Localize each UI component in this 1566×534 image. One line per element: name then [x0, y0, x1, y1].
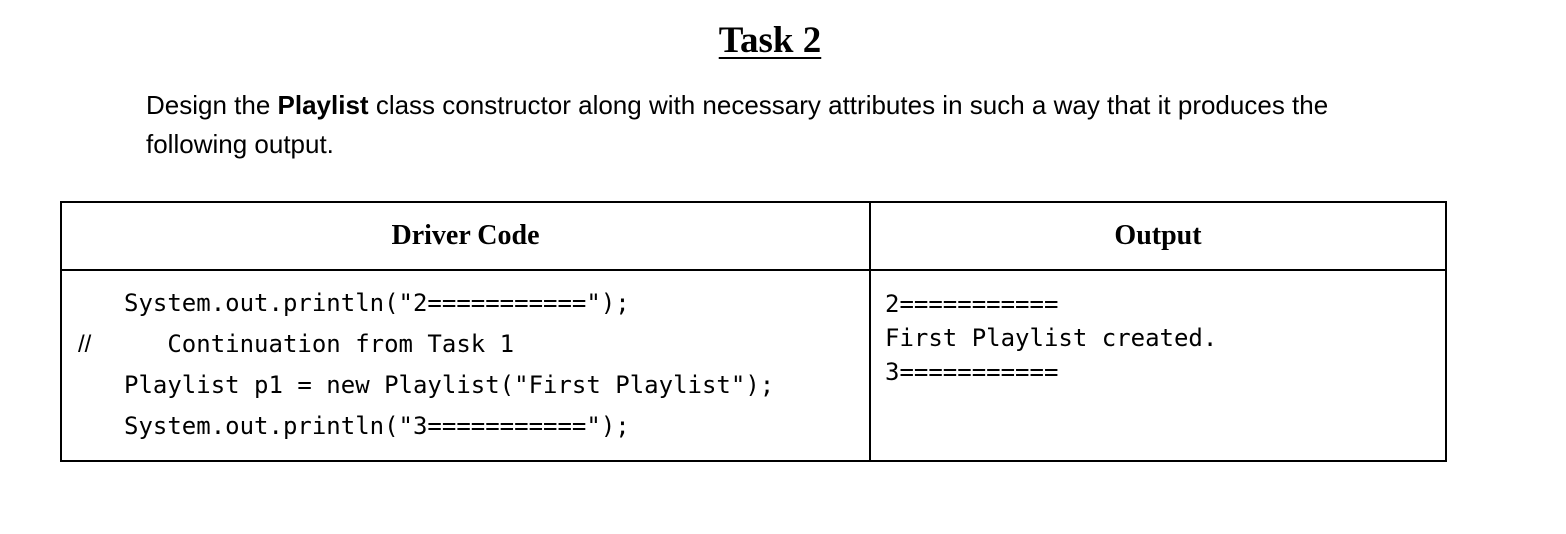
- table-header-row: Driver Code Output: [60, 201, 1447, 271]
- code-line-3: Playlist p1 = new Playlist("First Playli…: [62, 365, 869, 406]
- comment-slashes: //: [78, 331, 92, 358]
- output-cell: 2=========== First Playlist created. 3==…: [869, 269, 1447, 462]
- driver-output-table: Driver Code Output System.out.println("2…: [60, 201, 1447, 462]
- driver-code-header: Driver Code: [60, 201, 871, 271]
- description-text-start: Design the: [146, 90, 278, 120]
- code-line-2-text: Continuation from Task 1: [124, 330, 515, 358]
- table-row: System.out.println("2==========="); // C…: [60, 269, 1447, 462]
- code-line-1: System.out.println("2===========");: [62, 283, 869, 324]
- description-text-end: class constructor along with necessary a…: [146, 90, 1329, 159]
- code-line-1-text: System.out.println("2===========");: [124, 289, 630, 317]
- code-line-4: System.out.println("3===========");: [62, 406, 869, 447]
- output-header: Output: [869, 201, 1447, 271]
- page-title: Task 2: [718, 20, 822, 61]
- code-line-3-text: Playlist p1 = new Playlist("First Playli…: [124, 371, 775, 399]
- output-line-1: 2===========: [885, 290, 1059, 318]
- code-line-2: // Continuation from Task 1: [62, 324, 869, 365]
- task-description: Design the Playlist class constructor al…: [146, 86, 1346, 164]
- output-line-2: First Playlist created.: [885, 324, 1218, 352]
- class-name-bold: Playlist: [277, 90, 369, 120]
- code-line-4-text: System.out.println("3===========");: [124, 412, 630, 440]
- output-line-3: 3===========: [885, 358, 1059, 386]
- driver-code-cell: System.out.println("2==========="); // C…: [60, 269, 871, 462]
